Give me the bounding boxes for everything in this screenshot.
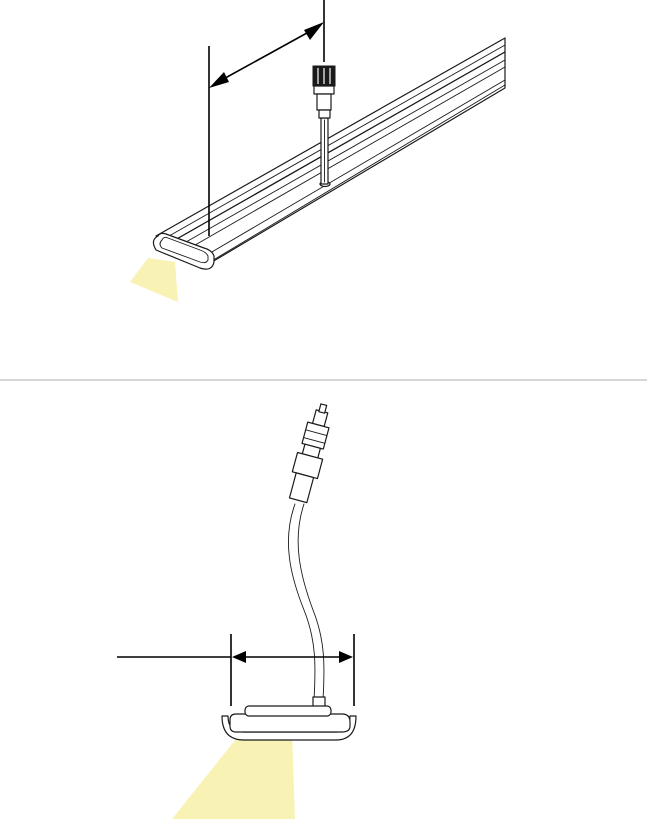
aluminium-profile — [155, 37, 506, 263]
end-cap — [152, 232, 215, 270]
arrowhead-left — [209, 72, 229, 88]
dimension-line — [217, 27, 317, 83]
cable — [287, 503, 326, 710]
connector — [288, 403, 330, 504]
connector — [312, 65, 336, 119]
perspective-view — [130, 0, 506, 302]
arrowhead-right — [304, 22, 324, 40]
light-beam — [172, 734, 295, 819]
length-dimension — [208, 0, 325, 236]
section-view — [117, 403, 357, 819]
arrowhead-right — [339, 651, 353, 663]
cable — [319, 117, 331, 188]
width-dimension — [117, 634, 355, 706]
arrowhead-left — [232, 651, 246, 663]
profile-cross-section — [221, 705, 357, 741]
light-beam — [130, 258, 178, 302]
